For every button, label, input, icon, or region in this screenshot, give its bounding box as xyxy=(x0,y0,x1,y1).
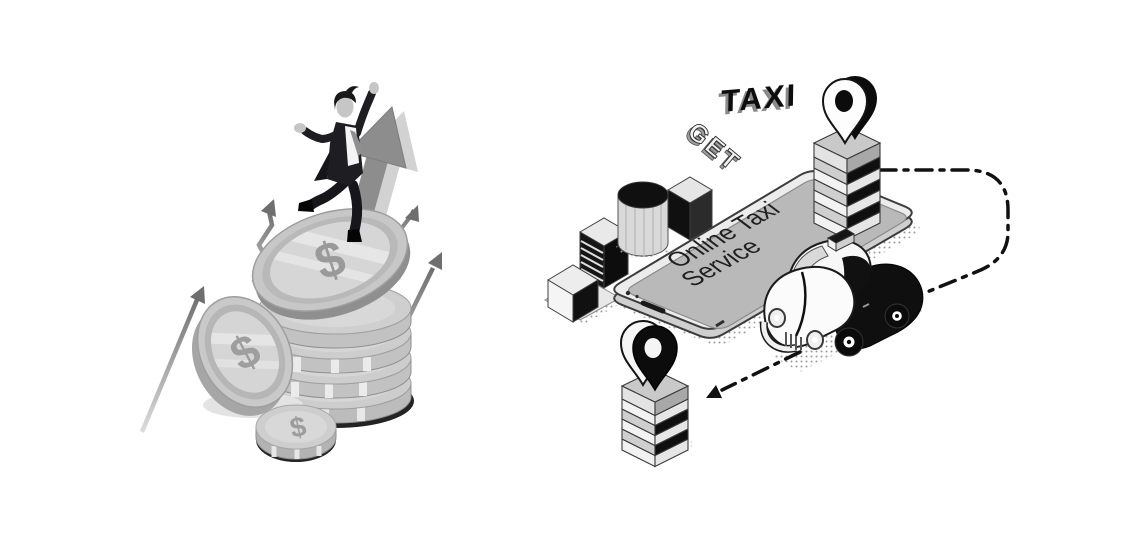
destination-pin-tower xyxy=(619,320,696,468)
logo-word-taxi-extrude: TAXI xyxy=(718,80,795,122)
hair xyxy=(334,91,356,110)
route-dashes xyxy=(878,168,1010,296)
business-growth-illustration: $ $ $ xyxy=(139,82,442,462)
bent-leg xyxy=(306,178,349,210)
hair-quiff xyxy=(346,86,359,93)
shoe xyxy=(347,229,362,242)
leaning-dollar-coin: $ xyxy=(191,296,294,416)
shoe xyxy=(298,199,314,212)
phone-camera-icon xyxy=(625,290,631,296)
get-taxi-logo: GET GET TAXI TAXI xyxy=(679,77,798,180)
rear-wheel xyxy=(884,303,910,329)
taxi-roof-sign xyxy=(826,228,856,252)
door-handle xyxy=(862,303,870,308)
top-dollar-coin: $ xyxy=(251,208,411,320)
hand xyxy=(294,123,306,133)
thin-growth-arrow-left xyxy=(139,286,205,433)
headlight-center xyxy=(812,337,818,343)
hand xyxy=(369,82,379,94)
raised-arm xyxy=(353,89,376,137)
city-buildings xyxy=(543,176,713,324)
pickup-location-pin-icon xyxy=(821,76,877,146)
bumper xyxy=(761,321,797,352)
online-taxi-illustration: Online Taxi Service xyxy=(543,76,1010,468)
route-dropoff xyxy=(706,350,802,398)
cylinder-building xyxy=(616,181,670,257)
hood-line xyxy=(794,271,807,337)
pickup-pin-tower xyxy=(810,76,884,241)
jacket-flap xyxy=(314,151,330,181)
straight-leg xyxy=(348,180,363,237)
small-cube-building xyxy=(547,264,599,323)
grille xyxy=(785,332,802,350)
phone-side-button xyxy=(715,319,725,328)
jumping-businessman xyxy=(294,82,379,242)
front-wheel xyxy=(834,327,864,357)
dollar-sign: $ xyxy=(287,410,309,444)
logo-word-taxi: TAXI xyxy=(721,77,798,119)
route-arrowhead-icon xyxy=(706,385,722,398)
striped-building xyxy=(579,217,629,289)
taxi-car xyxy=(759,228,924,372)
headlight-center xyxy=(774,315,780,321)
destination-location-pin-icon xyxy=(619,320,678,392)
dark-building xyxy=(667,176,713,241)
face xyxy=(336,96,354,118)
small-dollar-coin: $ xyxy=(255,404,337,462)
phone-sensor-dot xyxy=(635,294,639,299)
phone-speaker xyxy=(640,300,666,314)
tie xyxy=(350,130,364,156)
